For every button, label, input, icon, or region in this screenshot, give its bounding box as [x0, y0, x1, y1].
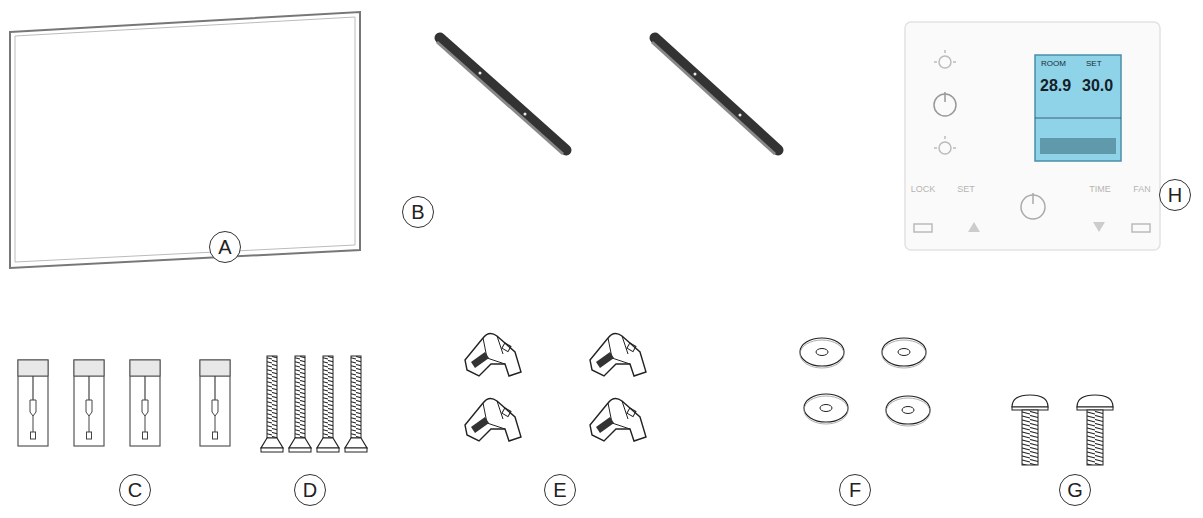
display-text: 30.0 [1082, 78, 1113, 94]
callout-letter: B [402, 196, 434, 228]
display-text: TIME [1089, 185, 1111, 194]
callout-letter: C [119, 474, 151, 506]
panel [10, 12, 360, 268]
display-text: ROOM [1041, 60, 1066, 68]
countersunk-screws [261, 356, 367, 452]
callout-letter: E [544, 474, 576, 506]
callout-letter: F [839, 474, 871, 506]
mounting-rails [437, 38, 778, 154]
callout-letter: A [209, 231, 241, 263]
display-text: 28.9 [1040, 78, 1071, 94]
washers [800, 338, 930, 426]
thermostat [905, 22, 1160, 250]
display-text: FAN [1133, 185, 1151, 194]
callout-letter: G [1059, 474, 1091, 506]
callout-letter: H [1159, 179, 1191, 211]
pan-head-screws [1012, 395, 1113, 465]
display-text: SET [1086, 60, 1102, 68]
callout-letter: D [294, 474, 326, 506]
display-text: LOCK [911, 185, 936, 194]
brackets [465, 333, 646, 441]
display-text: SET [957, 185, 975, 194]
wall-anchors [18, 360, 230, 446]
